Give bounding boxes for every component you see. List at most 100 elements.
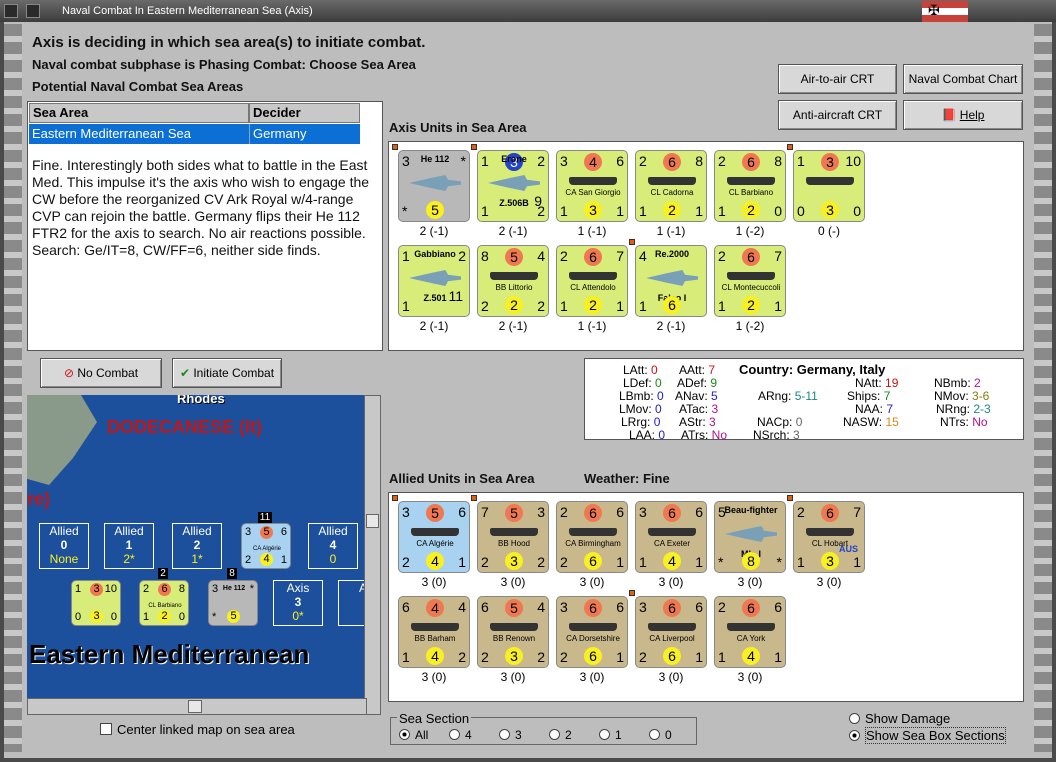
section-radio-all[interactable]: All	[399, 728, 428, 742]
counter-marker-icon	[392, 144, 398, 150]
show-damage-radio[interactable]: Show Damage	[849, 711, 950, 726]
help-button[interactable]: 📕 Help	[903, 100, 1023, 130]
counter-name: Beau-fighter	[724, 505, 778, 515]
counter-bottom-right: *	[776, 554, 782, 570]
counter-top-right: 6	[774, 599, 782, 615]
counter-top-left: 3	[560, 599, 568, 615]
sea-area-label: Eastern Mediterranean	[29, 639, 310, 669]
section-radio-1[interactable]: 1	[599, 728, 622, 742]
counter-top-left: 3	[560, 153, 568, 169]
section-radio-0[interactable]: 0	[649, 728, 672, 742]
counter-subname: Z.506B	[499, 198, 529, 208]
col-sea-area[interactable]: Sea Area	[29, 103, 249, 123]
initiate-combat-button[interactable]: ✔ Initiate Combat	[172, 358, 282, 388]
counter-top-center: 6	[742, 599, 760, 617]
sea-areas-heading: Potential Naval Combat Sea Areas	[32, 79, 244, 94]
stat-natt: NAtt: 19	[855, 376, 899, 390]
map-horizontal-scrollbar[interactable]	[27, 698, 367, 715]
counter-bottom-right: 2	[458, 649, 466, 665]
stat-anav: ANav: 5	[675, 389, 718, 403]
counter-top-right: 4	[458, 599, 466, 615]
window-menu-icon[interactable]	[26, 4, 40, 18]
counter-bottom-right: 1	[695, 203, 703, 219]
anti-aircraft-crt-button[interactable]: Anti-aircraft CRT	[778, 100, 897, 130]
stat-nsrch: NSrch: 3	[753, 428, 800, 442]
map-vertical-scrollbar[interactable]	[364, 395, 381, 715]
section-radio-3[interactable]: 3	[499, 728, 522, 742]
h-scroll-thumb[interactable]	[188, 700, 202, 713]
v-scroll-thumb[interactable]	[366, 514, 379, 528]
counter-top-right: 7	[853, 504, 861, 520]
help-label: Help	[959, 108, 985, 122]
counter-top-left: 6	[402, 599, 410, 615]
naval-combat-chart-button[interactable]: Naval Combat Chart	[903, 64, 1023, 94]
counter-top-left: 1	[402, 248, 410, 264]
counter-bottom-center: 3	[505, 647, 523, 665]
counter-top-left: 2	[560, 248, 568, 264]
unit-value: 1 (-1)	[656, 224, 686, 238]
counter-bottom-center: 8	[742, 552, 760, 570]
counter-marker-icon	[392, 495, 398, 501]
section-radio-2[interactable]: 2	[549, 728, 572, 742]
ship-silhouette-icon	[648, 623, 696, 631]
counter-name: CA Exeter	[653, 539, 690, 548]
col-decider[interactable]: Decider	[249, 103, 360, 123]
sea-box-axis-edge[interactable]: A	[338, 580, 367, 626]
counter-bottom-right: 2	[537, 554, 545, 570]
map-counter-he-112[interactable]: 3* He 112 *5	[208, 580, 258, 626]
system-menu-icon[interactable]	[4, 4, 18, 18]
center-map-checkbox[interactable]	[100, 723, 112, 735]
counter-bottom-center: 4	[742, 647, 760, 665]
unit-counter-re-2000[interactable]: 4Re.2000Falco I16	[635, 245, 707, 317]
stat-atac: ATac: 3	[679, 402, 719, 416]
counter-bottom-left: 1	[718, 298, 726, 314]
row-sea-area[interactable]: Eastern Mediterranean Sea	[29, 124, 249, 144]
no-combat-button[interactable]: ⊘ No Combat	[40, 358, 162, 388]
center-map-checkbox-row[interactable]: Center linked map on sea area	[100, 722, 295, 737]
unit-counter-he-112[interactable]: 3*He 112*5	[398, 150, 470, 222]
counter-top-center: 6	[742, 153, 760, 171]
unit-value: 3 (0)	[579, 670, 605, 684]
plane-silhouette-icon	[488, 175, 540, 191]
counter-bottom-center: 5	[426, 201, 444, 219]
right-rail	[1034, 24, 1052, 752]
counter-bottom-center: 2	[584, 296, 602, 314]
show-sections-radio[interactable]: Show Sea Box Sections	[849, 727, 1006, 744]
section-radio-4[interactable]: 4	[449, 728, 472, 742]
row-decider[interactable]: Germany	[249, 124, 360, 144]
no-entry-icon: ⊘	[63, 366, 74, 380]
air-to-air-crt-button[interactable]: Air-to-air CRT	[778, 64, 897, 94]
counter-name: Erone	[501, 154, 527, 164]
counter-bottom-right: 2	[537, 649, 545, 665]
